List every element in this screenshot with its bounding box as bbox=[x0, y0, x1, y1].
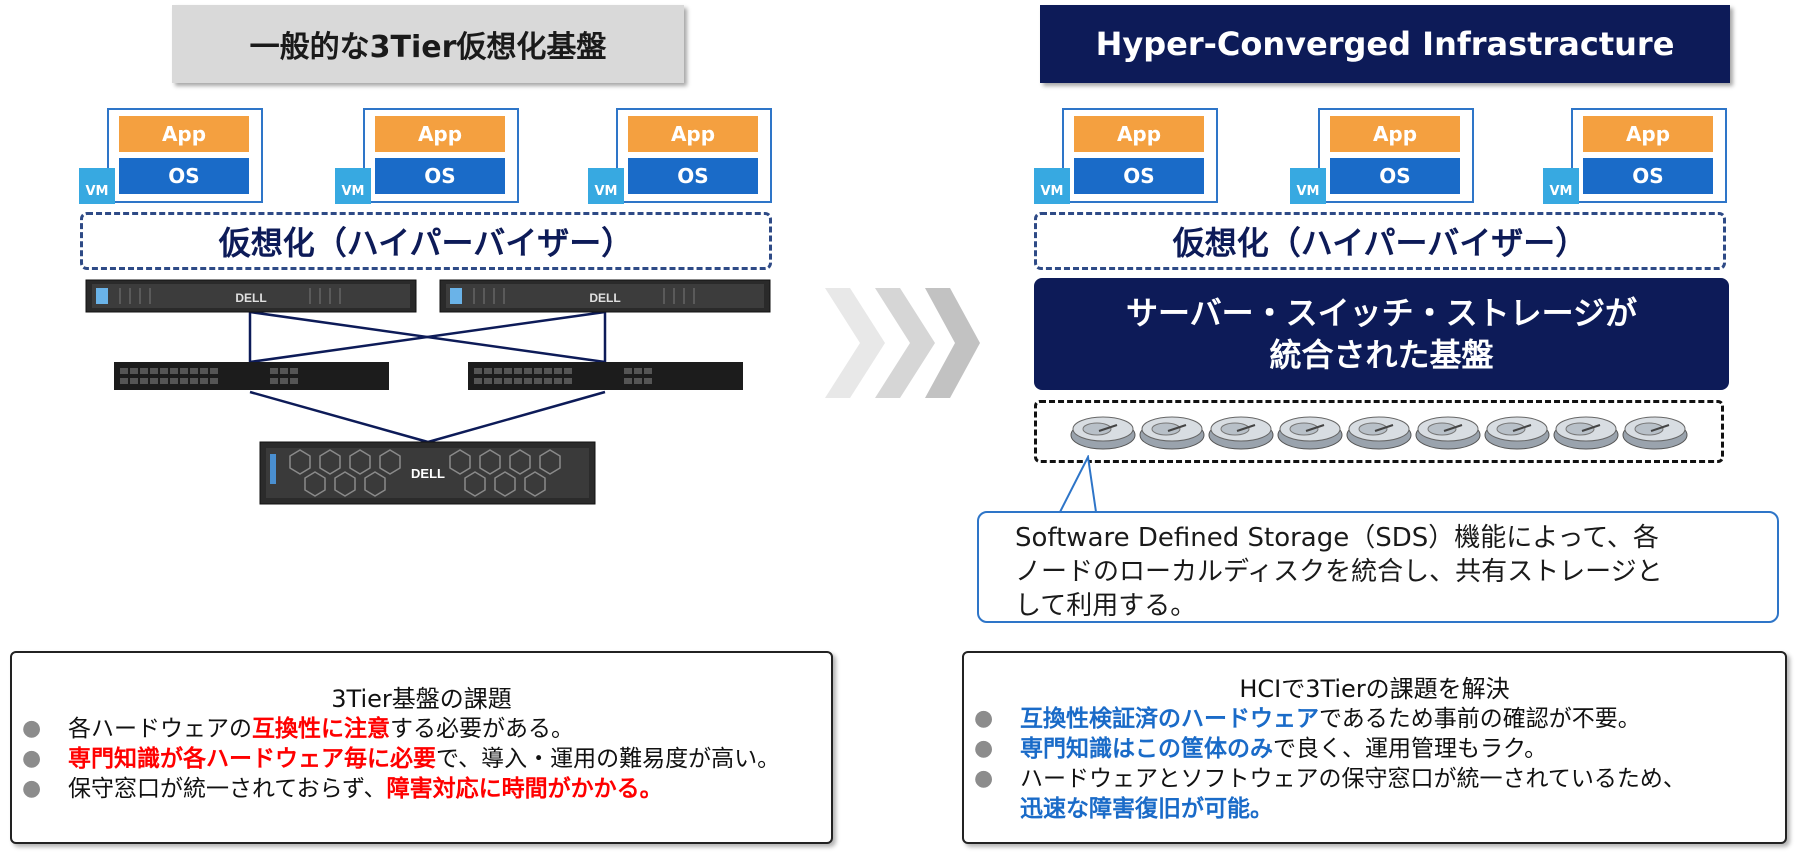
issue-list: ● 各ハードウェアの互換性に注意する必要がある。 ● 専門知識が各ハードウェア毎に必… bbox=[12, 714, 831, 804]
os-layer: OS bbox=[1583, 158, 1713, 194]
os-layer: OS bbox=[1330, 158, 1460, 194]
vm-frame bbox=[107, 108, 263, 203]
callout-pointer bbox=[1059, 455, 1097, 513]
vm-badge-icon: VM bbox=[1543, 168, 1579, 204]
chevron-right-icon bbox=[925, 288, 980, 398]
chevron-right-icon bbox=[875, 288, 935, 398]
vm-card: App OS VM bbox=[79, 108, 263, 204]
vm-card: App OS VM bbox=[1543, 108, 1727, 204]
hypervisor-layer: 仮想化（ハイパーバイザー） bbox=[80, 212, 772, 270]
integrated-platform: サーバー・スイッチ・ストレージが 統合された基盤 bbox=[1034, 278, 1729, 390]
app-layer: App bbox=[1074, 116, 1204, 152]
dell-logo: DELL bbox=[589, 291, 620, 305]
list-item: ● 専門知識が各ハードウェア毎に必要で、導入・運用の難易度が高い。 bbox=[12, 744, 831, 774]
os-layer: OS bbox=[375, 158, 505, 194]
app-layer: App bbox=[1583, 116, 1713, 152]
local-disk-pool bbox=[1034, 400, 1724, 463]
os-layer: OS bbox=[1074, 158, 1204, 194]
item-text: 各ハードウェアの bbox=[68, 716, 252, 742]
item-text: で良く、運用管理もラク。 bbox=[1273, 736, 1548, 762]
app-layer: App bbox=[119, 116, 249, 152]
vm-frame bbox=[363, 108, 519, 203]
callout-line-2: ノードのローカルディスクを統合し、共有ストレージと bbox=[1015, 557, 1663, 587]
callout-line-1: Software Defined Storage（SDS）機能によって、各 bbox=[1015, 523, 1659, 553]
hard-disk-icon bbox=[1208, 416, 1274, 450]
item-highlight: 障害対応に時間がかかる。 bbox=[386, 776, 663, 802]
transition-arrows bbox=[825, 288, 980, 398]
three-tier-issues-panel: 3Tier基盤の課題 ● 各ハードウェアの互換性に注意する必要がある。 ● 専門知識… bbox=[10, 651, 833, 844]
bullet-icon: ● bbox=[974, 766, 994, 791]
right-title: Hyper-Converged Infrastracture bbox=[1040, 5, 1730, 83]
hard-disk-icon bbox=[1070, 416, 1136, 450]
dell-logo: DELL bbox=[235, 291, 266, 305]
sds-callout: Software Defined Storage（SDS）機能によって、各 ノー… bbox=[977, 511, 1779, 623]
app-layer: App bbox=[1330, 116, 1460, 152]
hard-disk-icon bbox=[1346, 416, 1412, 450]
bullet-icon: ● bbox=[22, 776, 42, 801]
integrated-line-2: 統合された基盤 bbox=[1269, 336, 1494, 374]
hard-disk-icon bbox=[1553, 416, 1619, 450]
item-highlight: 専門知識はこの筐体のみ bbox=[1020, 736, 1273, 762]
hard-disk-icon bbox=[1139, 416, 1205, 450]
item-highlight: 互換性に注意 bbox=[252, 716, 390, 742]
server-2: DELL bbox=[439, 279, 771, 313]
app-layer: App bbox=[628, 116, 758, 152]
dell-logo: DELL bbox=[411, 466, 445, 481]
chevron-right-icon bbox=[825, 288, 885, 398]
app-layer: App bbox=[375, 116, 505, 152]
vm-frame bbox=[1318, 108, 1474, 203]
item-highlight: 専門知識が各ハードウェア毎に必要 bbox=[68, 746, 436, 772]
switch-1 bbox=[114, 362, 389, 390]
switch-2 bbox=[468, 362, 743, 390]
hard-disk-icon bbox=[1415, 416, 1481, 450]
item-highlight: 互換性検証済のハードウェア bbox=[1020, 706, 1319, 732]
callout-line-3: して利用する。 bbox=[1015, 591, 1197, 621]
os-layer: OS bbox=[119, 158, 249, 194]
vm-frame bbox=[616, 108, 772, 203]
bullet-icon: ● bbox=[22, 746, 42, 771]
bullet-icon: ● bbox=[974, 736, 994, 761]
vm-card: App OS VM bbox=[1290, 108, 1474, 204]
list-item: ● ハードウェアとソフトウェアの保守窓口が統一されているため、迅速な障害復旧が可能… bbox=[964, 764, 1785, 824]
bullet-icon: ● bbox=[22, 716, 42, 741]
item-highlight: 迅速な障害復旧が可能。 bbox=[1020, 796, 1273, 822]
storage-array: DELL bbox=[259, 441, 596, 505]
list-item: ● 保守窓口が統一されておらず、障害対応に時間がかかる。 bbox=[12, 774, 831, 804]
item-text: で、導入・運用の難易度が高い。 bbox=[436, 746, 781, 772]
panel-title: HCIで3Tierの課題を解決 bbox=[1239, 675, 1510, 703]
item-text: 保守窓口が統一されておらず、 bbox=[68, 776, 387, 802]
list-item: ● 互換性検証済のハードウェアであるため事前の確認が不要。 bbox=[964, 704, 1785, 734]
vm-badge-icon: VM bbox=[588, 168, 624, 204]
vm-card: App OS VM bbox=[1034, 108, 1218, 204]
vm-card: App OS VM bbox=[588, 108, 772, 204]
hypervisor-layer: 仮想化（ハイパーバイザー） bbox=[1034, 212, 1726, 270]
vm-badge-icon: VM bbox=[1034, 168, 1070, 204]
list-item: ● 各ハードウェアの互換性に注意する必要がある。 bbox=[12, 714, 831, 744]
solution-list: ● 互換性検証済のハードウェアであるため事前の確認が不要。 ● 専門知識はこの筐体の… bbox=[964, 704, 1785, 824]
hard-disk-icon bbox=[1484, 416, 1550, 450]
panel-title: 3Tier基盤の課題 bbox=[331, 685, 512, 713]
vm-badge-icon: VM bbox=[79, 168, 115, 204]
vm-frame bbox=[1571, 108, 1727, 203]
left-title: 一般的な3Tier仮想化基盤 bbox=[172, 5, 684, 83]
hard-disk-icon bbox=[1622, 416, 1688, 450]
three-tier-hardware: DELL DELL bbox=[85, 279, 771, 505]
vm-frame bbox=[1062, 108, 1218, 203]
list-item: ● 専門知識はこの筐体のみで良く、運用管理もラク。 bbox=[964, 734, 1785, 764]
vm-card: App OS VM bbox=[335, 108, 519, 204]
vm-badge-icon: VM bbox=[1290, 168, 1326, 204]
network-cables bbox=[248, 310, 607, 444]
hard-disk-icon bbox=[1277, 416, 1343, 450]
integrated-line-1: サーバー・スイッチ・ストレージが bbox=[1125, 294, 1638, 332]
bullet-icon: ● bbox=[974, 706, 994, 731]
item-text: ハードウェアとソフトウェアの保守窓口が統一されているため、 bbox=[1020, 766, 1686, 792]
server-1: DELL bbox=[85, 279, 417, 313]
disk-row bbox=[1070, 416, 1688, 450]
os-layer: OS bbox=[628, 158, 758, 194]
hci-solution-panel: HCIで3Tierの課題を解決 ● 互換性検証済のハードウェアであるため事前の確認… bbox=[962, 651, 1787, 844]
item-text: であるため事前の確認が不要。 bbox=[1319, 706, 1641, 732]
vm-badge-icon: VM bbox=[335, 168, 371, 204]
item-text: する必要がある。 bbox=[390, 716, 574, 742]
